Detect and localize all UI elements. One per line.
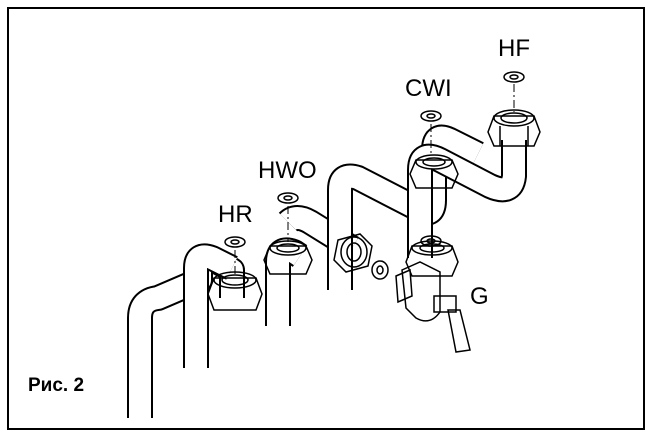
hr-washer (224, 236, 246, 274)
figure-border (7, 7, 645, 430)
cwi-lower-washer (420, 235, 442, 247)
elbow-nut (333, 233, 373, 273)
label-hf: HF (498, 35, 530, 62)
elbow-washer (371, 260, 389, 280)
label-hwo: HWO (258, 157, 317, 184)
cwi-washer (420, 110, 442, 156)
hf-washer (503, 71, 525, 112)
hwo-washer (277, 192, 299, 242)
valve-g (395, 240, 471, 353)
hf-pipe (407, 140, 527, 258)
hf-nut (487, 109, 541, 147)
cwi-nut (409, 154, 459, 189)
hr-return-pipe (183, 243, 238, 368)
label-cwi: CWI (405, 75, 452, 102)
label-hr: HR (218, 201, 253, 228)
label-g: G (470, 283, 489, 310)
figure-caption: Рис. 2 (28, 375, 84, 396)
